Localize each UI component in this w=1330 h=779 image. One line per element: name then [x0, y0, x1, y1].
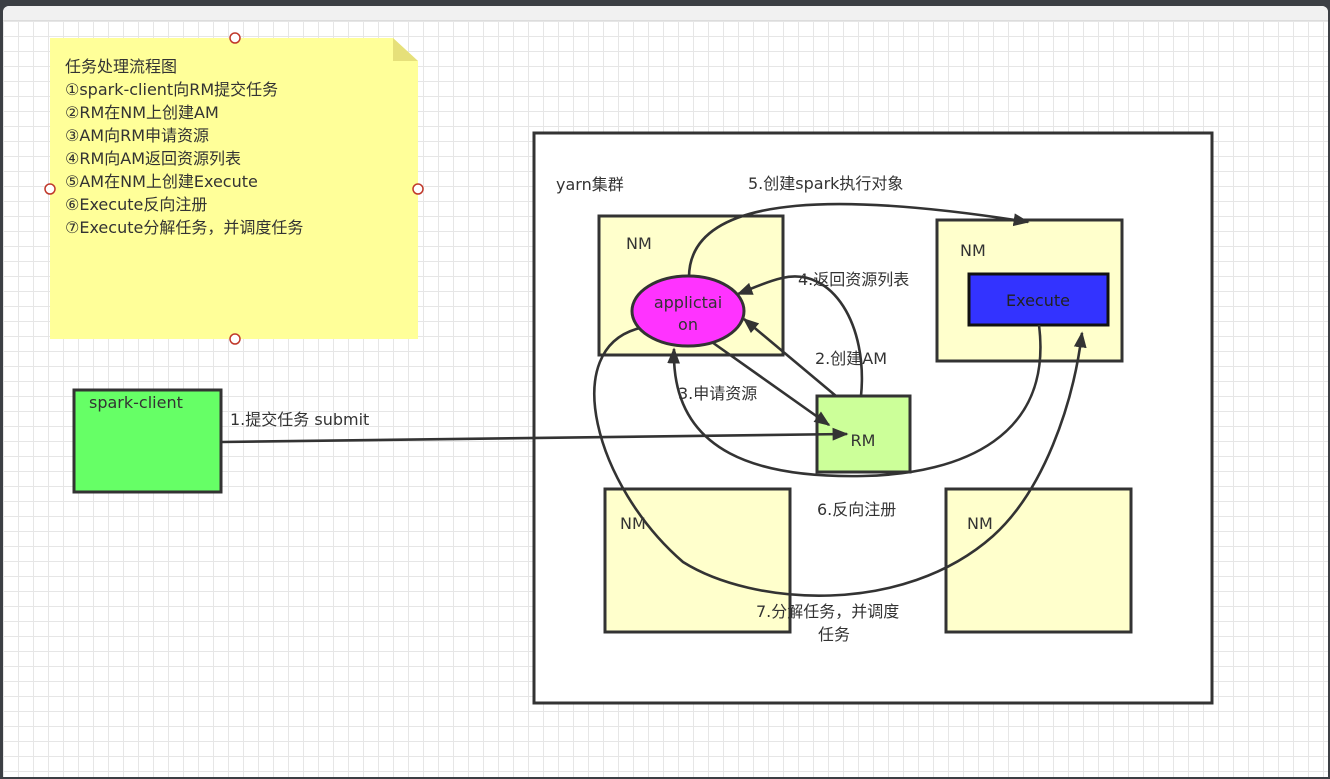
edge-request-resource[interactable]	[708, 338, 831, 427]
canvas-top-strip	[3, 6, 1328, 21]
application-node[interactable]: applictai on	[630, 274, 746, 348]
edge-label-create-executor: 5.创建spark执行对象	[748, 174, 903, 193]
edge-label-submit: 1.提交任务 submit	[230, 410, 369, 429]
edge-return-list[interactable]	[736, 275, 864, 397]
nm-label: NM	[967, 514, 993, 533]
sticky-note[interactable]: 任务处理流程图 ①spark-client向RM提交任务 ②RM在NM上创建AM…	[50, 38, 418, 339]
edge-label-dispatch-line1: 7.分解任务，并调度	[756, 602, 899, 621]
nm-node-bottom-right[interactable]: NM	[944, 487, 1133, 634]
nm-label: NM	[626, 234, 652, 253]
application-label-line2: on	[678, 315, 698, 334]
resize-handle-left[interactable]	[44, 183, 56, 195]
nm-label: NM	[620, 514, 646, 533]
rm-label: RM	[851, 431, 876, 450]
note-line: ③AM向RM申请资源	[65, 126, 209, 145]
spark-client-node[interactable]: spark-client	[72, 388, 223, 494]
resize-handle-bottom[interactable]	[229, 333, 241, 345]
note-line: ②RM在NM上创建AM	[65, 103, 219, 122]
edge-label-return-list: 4.返回资源列表	[798, 270, 909, 289]
edge-create-am[interactable]	[742, 317, 837, 397]
resize-handle-right[interactable]	[412, 183, 424, 195]
nm-node-bottom-left[interactable]: NM	[603, 487, 792, 634]
note-line: ⑥Execute反向注册	[65, 195, 207, 214]
diagram-canvas[interactable]: 任务处理流程图 ①spark-client向RM提交任务 ②RM在NM上创建AM…	[3, 6, 1328, 777]
execute-node[interactable]: Execute	[967, 272, 1110, 327]
note-line: ⑦Execute分解任务，并调度任务	[65, 218, 303, 237]
edge-register[interactable]	[667, 324, 1042, 478]
edge-label-dispatch-line2: 任务	[818, 625, 850, 644]
application-label-line1: applictai	[654, 293, 722, 312]
execute-label: Execute	[1006, 291, 1070, 310]
nm-label: NM	[960, 241, 986, 260]
edge-submit[interactable]	[220, 427, 849, 444]
edge-label-register: 6.反向注册	[817, 500, 896, 519]
note-line: 任务处理流程图	[65, 57, 177, 76]
note-line: ①spark-client向RM提交任务	[65, 80, 278, 99]
sticky-note-shape	[50, 38, 418, 339]
sticky-note-fold	[393, 38, 418, 61]
resize-handle-top[interactable]	[229, 32, 241, 44]
edge-label-request-resource: 3.申请资源	[678, 384, 757, 403]
diagram-svg: 任务处理流程图 ①spark-client向RM提交任务 ②RM在NM上创建AM…	[44, 32, 1214, 705]
cluster-label: yarn集群	[556, 175, 624, 194]
spark-client-label: spark-client	[89, 393, 183, 412]
note-line: ⑤AM在NM上创建Execute	[65, 172, 258, 191]
edge-label-create-am: 2.创建AM	[815, 349, 887, 368]
edge-dispatch[interactable]	[593, 326, 1087, 597]
note-line: ④RM向AM返回资源列表	[65, 149, 241, 168]
edge-create-executor[interactable]	[687, 202, 1030, 280]
